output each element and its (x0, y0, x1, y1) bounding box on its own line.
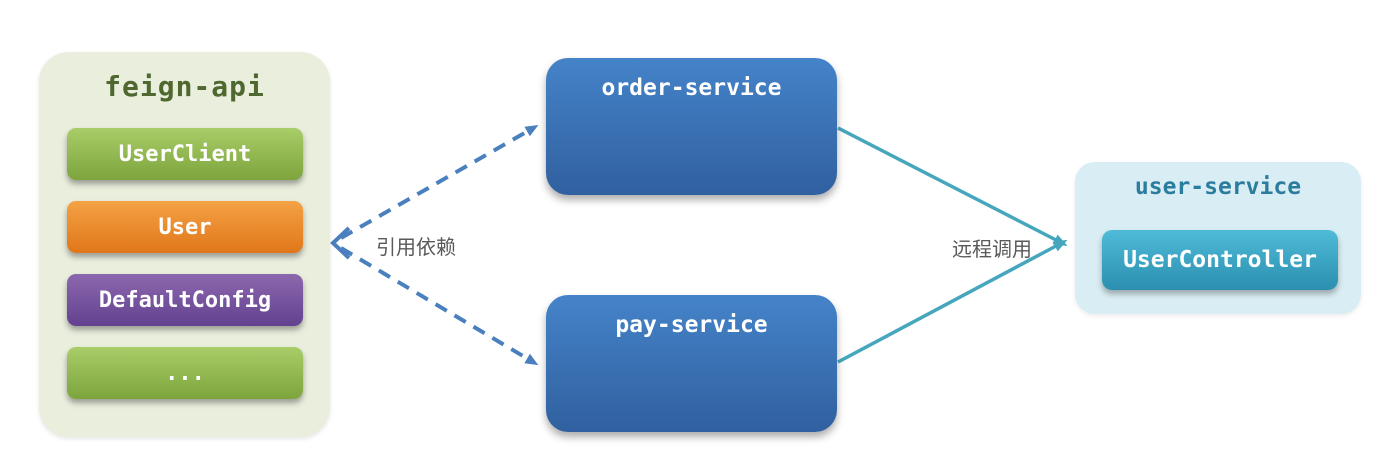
remote-call-edge-pay (837, 239, 1068, 364)
user-service-panel: user-service UserController (1075, 162, 1361, 314)
pay-service-label: pay-service (615, 312, 768, 338)
module-label: UserClient (118, 141, 252, 167)
feign-api-title: feign-api (104, 70, 265, 103)
module-user-client[interactable]: UserClient (67, 128, 303, 180)
order-service-box[interactable]: order-service (546, 58, 837, 195)
remote-call-edge-label: 远程调用 (952, 239, 1032, 261)
dependency-edge-pay (339, 246, 539, 366)
module-user-controller[interactable]: UserController (1102, 230, 1338, 290)
module-label: DefaultConfig (98, 287, 272, 313)
module-label: ... (165, 360, 205, 386)
module-ellipsis[interactable]: ... (67, 347, 303, 399)
module-label: User (158, 214, 212, 240)
user-service-title: user-service (1134, 174, 1302, 200)
dependency-edge-label: 引用依赖 (376, 237, 456, 259)
dependency-chevron-icon (330, 226, 351, 260)
module-label: UserController (1123, 247, 1317, 273)
remote-call-edge-order (837, 126, 1068, 246)
module-user[interactable]: User (67, 201, 303, 253)
feign-api-panel: feign-api UserClient User DefaultConfig … (39, 52, 330, 437)
order-service-label: order-service (601, 75, 782, 101)
module-default-config[interactable]: DefaultConfig (67, 274, 303, 326)
dependency-edge-order (340, 125, 539, 240)
pay-service-box[interactable]: pay-service (546, 295, 837, 432)
